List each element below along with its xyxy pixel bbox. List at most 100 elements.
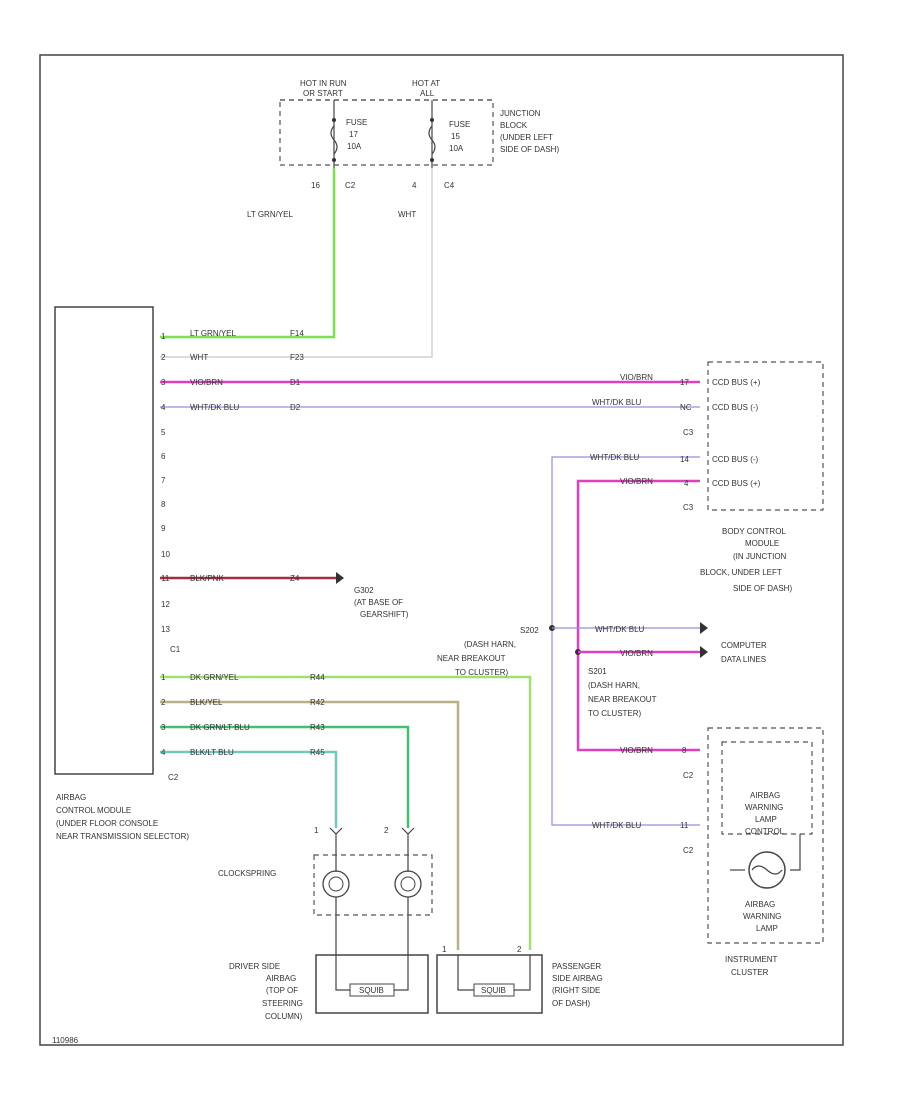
bcm-pin-1: 17 [680,378,689,387]
junction-pin-4: 4 [412,181,417,190]
bcm-connector-c3b: C3 [683,503,694,512]
svg-text:R44: R44 [310,673,325,682]
acm-row-8: 8 [161,500,166,509]
svg-text:1: 1 [161,332,166,341]
svg-text:D2: D2 [290,403,301,412]
s201-id: S201 [588,667,607,676]
passenger-label-1: PASSENGER [552,962,601,971]
svg-text:12: 12 [161,600,170,609]
wire-wht-dk-blu-2 [551,456,700,826]
passenger-squib-icon [473,983,515,997]
passenger-squib-label: SQUIB [481,986,506,995]
acm-row-10: 10 [161,550,170,559]
fuse-17-l1: FUSE [346,118,367,127]
ground-arrow-icon [336,572,344,584]
hot-run-label-2: OR START [303,89,343,98]
bcm-wire-4: VIO/BRN [620,477,653,486]
airbag-control-module-box [54,306,154,775]
driver-airbag-box [315,954,429,1014]
diagram-frame [39,54,844,1046]
passenger-pin-2: 2 [517,945,522,954]
data-label-1: COMPUTER [721,641,767,650]
data-label-2: DATA LINES [721,655,766,664]
fuse-15-l3: 10A [449,144,464,153]
svg-text:R42: R42 [310,698,325,707]
clockspring-pin-2: 2 [384,826,389,835]
bcm-pin-3: 14 [680,455,689,464]
data-arrow-icon-2 [700,646,708,658]
cluster-pin-2: 11 [680,821,689,830]
junction-pin-16: 16 [311,181,320,190]
bcm-pin-4: 4 [684,479,689,488]
clockspring-coil-icon-1 [322,870,350,898]
acm-label-3: (UNDER FLOOR CONSOLE [56,819,158,828]
driver-label-5: COLUMN) [265,1012,303,1021]
hot-run-label: HOT IN RUN [300,79,347,88]
lamp-wire-right [790,834,801,871]
fuse-17-l2: 17 [349,130,358,139]
bcm-pin-name-3: CCD BUS (-) [712,455,759,464]
svg-text:11: 11 [161,574,170,583]
bcm-label-3: (IN JUNCTION [733,552,787,561]
wire-vio-brn-2 [576,479,700,752]
bcm-label-2: MODULE [745,539,779,548]
svg-text:BLK/PNK: BLK/PNK [190,574,224,583]
svg-text:LT GRN/YEL: LT GRN/YEL [190,329,236,338]
cluster-label-1: INSTRUMENT [725,955,778,964]
svg-text:VIO/BRN: VIO/BRN [190,378,223,387]
cluster-wire-2: WHT/DK BLU [592,821,642,830]
driver-squib-icon [349,983,395,997]
bcm-pin-name-1: CCD BUS (+) [712,378,761,387]
junction-label-2: BLOCK [500,121,528,130]
bcm-label-5: SIDE OF DASH) [733,584,792,593]
svg-text:3: 3 [161,378,166,387]
wire-blk-yel [160,700,460,950]
control-l1: AIRBAG [750,791,780,800]
instrument-cluster-outline [707,727,824,944]
acm-label-1: AIRBAG [56,793,86,802]
warning-lamp-icon [748,851,786,889]
bcm-pin-name-2: CCD BUS (-) [712,403,759,412]
driver-label-3: (TOP OF [266,986,298,995]
hot-at-label: HOT AT [412,79,440,88]
wire-label-wht: WHT [398,210,416,219]
s201-l3: NEAR BREAKOUT [588,695,657,704]
svg-text:WHT/DK BLU: WHT/DK BLU [190,403,240,412]
svg-text:D1: D1 [290,378,301,387]
svg-text:1: 1 [161,673,166,682]
cluster-conn-1: C2 [683,771,694,780]
junction-conn-c2: C2 [345,181,356,190]
junction-label-4: SIDE OF DASH) [500,145,559,154]
svg-text:9: 9 [161,524,166,533]
control-l2: WARNING [745,803,783,812]
hot-at-label-2: ALL [420,89,435,98]
fuse-15-icon [428,125,436,155]
bcm-wire-3: WHT/DK BLU [590,453,640,462]
acm-connector-c2: C2 [168,773,179,782]
wire-lt-grn-yel [160,168,336,339]
ground-label-1: (AT BASE OF [354,598,403,607]
data-wire-1: WHT/DK BLU [595,625,645,634]
driver-label-4: STEERING [262,999,303,1008]
lamp-l3: LAMP [756,924,778,933]
bcm-wire-2: WHT/DK BLU [592,398,642,407]
data-arrow-icon-1 [700,622,708,634]
fuse-17-icon [330,125,338,155]
svg-text:Z4: Z4 [290,574,300,583]
svg-text:4: 4 [161,748,166,757]
s201-l2: (DASH HARN, [588,681,640,690]
lamp-l2: WARNING [743,912,781,921]
clockspring-label: CLOCKSPRING [218,869,276,878]
acm-row-7: 7 [161,476,166,485]
fuse-15-l1: FUSE [449,120,470,129]
acm-row-13: 13 [161,625,170,634]
bcm-label-1: BODY CONTROL [722,527,786,536]
cluster-label-2: CLUSTER [731,968,769,977]
bcm-pin-2: NC [680,403,692,412]
svg-text:10: 10 [161,550,170,559]
